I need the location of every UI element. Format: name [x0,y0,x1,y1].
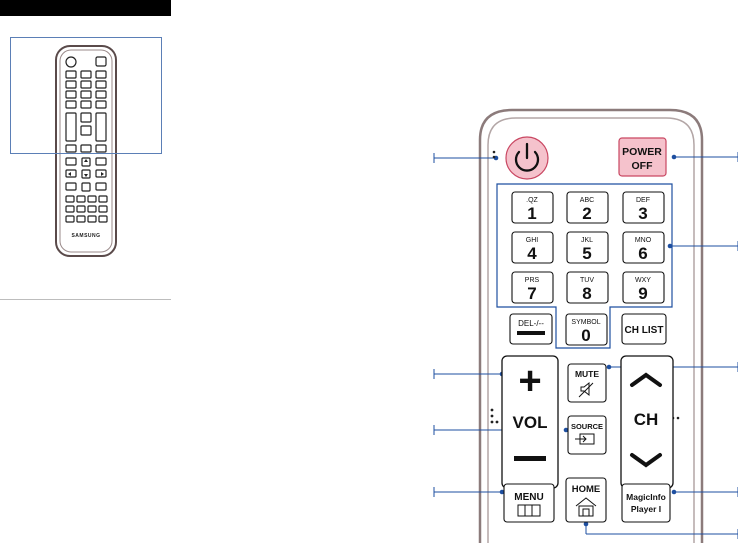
power-icon [514,150,540,172]
volume-rocker[interactable]: + VOL [501,355,559,489]
chevron-up-icon [630,372,662,387]
menu-icon [517,504,541,517]
vol-label: VOL [513,413,548,432]
key-2-num: 2 [582,204,591,223]
chevron-down-icon [630,453,662,468]
power-button[interactable] [505,136,549,180]
mute-icon [578,381,594,398]
remote-closeup: POWER OFF .QZ 1 ABC 2 DEF 3 GHI 4 JKL 5 … [433,108,738,543]
key-3-num: 3 [638,204,647,223]
number-key-2[interactable]: ABC 2 [566,191,609,224]
number-key-1[interactable]: .QZ 1 [511,191,554,224]
home-label: HOME [572,484,601,495]
number-key-4[interactable]: GHI 4 [511,231,554,264]
vol-minus-bar [514,456,546,461]
magicinfo-player-button[interactable]: MagicInfo Player I [621,483,671,523]
menu-button[interactable]: MENU [503,483,555,523]
key-1-sub: .QZ [526,197,538,204]
key-9-num: 9 [638,284,647,303]
magicinfo-line1: MagicInfo [626,492,666,502]
key-4-sub: GHI [526,237,539,244]
ch-label: CH [634,410,659,429]
number-key-9[interactable]: WXY 9 [622,271,665,304]
key-0-sub: SYMBOL [571,319,600,326]
remote-body-outer [478,108,704,543]
key-9-sub: WXY [635,277,651,284]
key-2-sub: ABC [580,197,594,204]
key-6-sub: MNO [635,237,652,244]
key-3-sub: DEF [636,197,650,204]
number-key-8[interactable]: TUV 8 [566,271,609,304]
key-5-sub: JKL [581,237,593,244]
source-button[interactable]: SOURCE [567,415,607,455]
key-7-num: 7 [527,284,536,303]
key-7-sub: PRS [525,277,540,284]
number-key-3[interactable]: DEF 3 [622,191,665,224]
leader-lines [433,152,738,539]
source-icon [575,433,595,445]
header-bar [0,0,171,16]
number-key-6[interactable]: MNO 6 [622,231,665,264]
home-icon [575,497,597,517]
mute-label: MUTE [575,369,599,379]
ch-list-button[interactable]: CH LIST [621,313,667,345]
channel-rocker[interactable]: CH [620,355,674,489]
home-button[interactable]: HOME [565,477,607,523]
key-5-num: 5 [582,244,591,263]
power-off-line1: POWER [622,146,662,158]
mute-button[interactable]: MUTE [567,363,607,403]
menu-label: MENU [514,492,543,503]
key-0-num: 0 [581,326,590,345]
power-off-button[interactable]: POWER OFF [618,137,667,177]
numpad-frame [496,183,673,349]
number-key-7[interactable]: PRS 7 [511,271,554,304]
key-1-num: 1 [527,204,536,223]
thumbnail-brand-label: SAMSUNG [71,233,100,239]
number-key-5[interactable]: JKL 5 [566,231,609,264]
thumbnail-remote: SAMSUNG [55,45,117,257]
key-4-num: 4 [527,244,537,263]
key-6-num: 6 [638,244,647,263]
ch-list-label: CH LIST [625,325,664,336]
divider [0,299,171,300]
del-button[interactable]: DEL-/-- [509,313,553,345]
source-label: SOURCE [571,422,603,431]
remote-body-inner [487,117,695,543]
vol-plus-label: + [518,359,541,403]
power-off-line2: OFF [632,160,654,172]
zoom-region-frame [10,37,162,154]
del-label: DEL-/-- [518,319,544,328]
key-8-sub: TUV [580,277,594,284]
magicinfo-line2: Player I [631,504,661,514]
key-8-num: 8 [582,284,591,303]
number-key-0[interactable]: SYMBOL 0 [565,313,608,346]
